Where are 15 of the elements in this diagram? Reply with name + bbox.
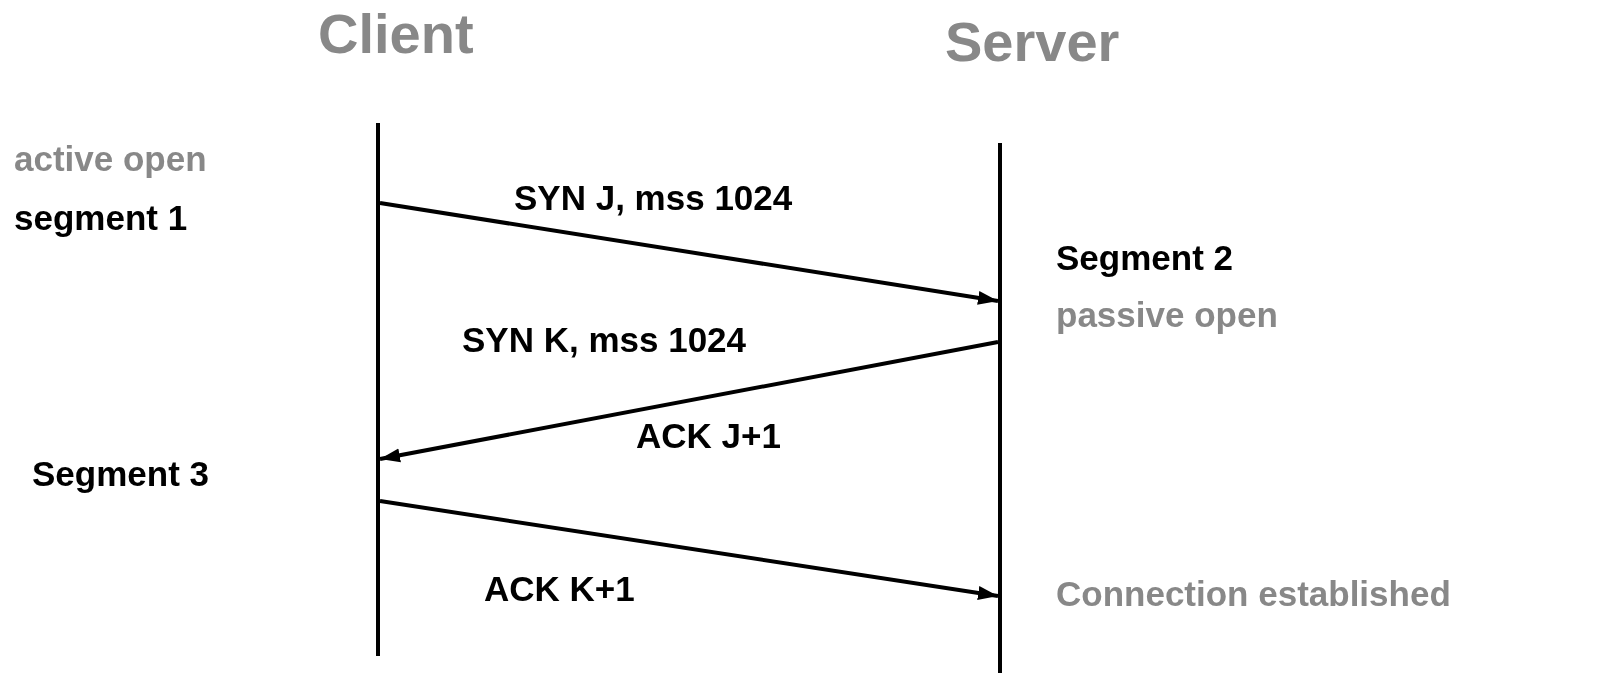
annotation-text: ACK J+1: [636, 418, 781, 453]
edge-label: ACK K+1: [484, 571, 635, 606]
message-arrow: [379, 499, 999, 600]
edge-label: SYN K, mss 1024: [462, 322, 747, 357]
lifeline-heading: Client: [318, 6, 474, 62]
annotation-text: segment 1: [14, 200, 188, 235]
annotation-text: active open: [14, 141, 207, 176]
annotation-text: Segment 3: [32, 456, 209, 491]
annotation-text: passive open: [1056, 297, 1278, 332]
annotation-text: Connection established: [1056, 576, 1451, 611]
message-arrow: [379, 201, 999, 305]
edge-label: SYN J, mss 1024: [514, 180, 793, 215]
lifeline-heading: Server: [945, 14, 1120, 70]
annotation-text: Segment 2: [1056, 240, 1233, 275]
message-arrow: [379, 340, 999, 463]
